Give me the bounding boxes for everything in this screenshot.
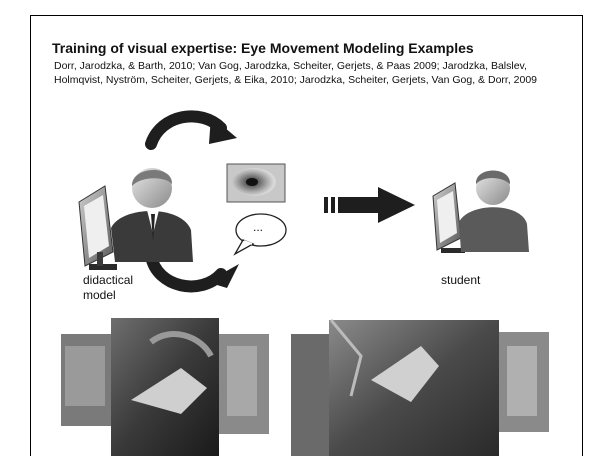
diagram-graphics [61,110,549,456]
label-student: student [441,273,481,287]
speech-bubble-icon [233,213,287,256]
fish-video-frames-image [61,318,549,456]
label-didactical: didactical [83,273,134,287]
curved-arrow-bottom-icon [145,250,239,293]
curved-arrow-top-icon [145,110,237,150]
slide-title: Training of visual expertise: Eye Moveme… [52,40,474,56]
label-model: model [83,288,116,302]
slide: Training of visual expertise: Eye Moveme… [30,15,583,456]
user-at-computer-icon-model [78,168,193,270]
speech-bubble-text: ... [253,220,264,234]
eye-tracking-heatmap-icon [226,163,286,203]
user-at-computer-icon-student [432,170,529,253]
references-text: Dorr, Jarodzka, & Barth, 2010; Van Gog, … [54,60,538,86]
right-arrow-icon [324,187,415,223]
